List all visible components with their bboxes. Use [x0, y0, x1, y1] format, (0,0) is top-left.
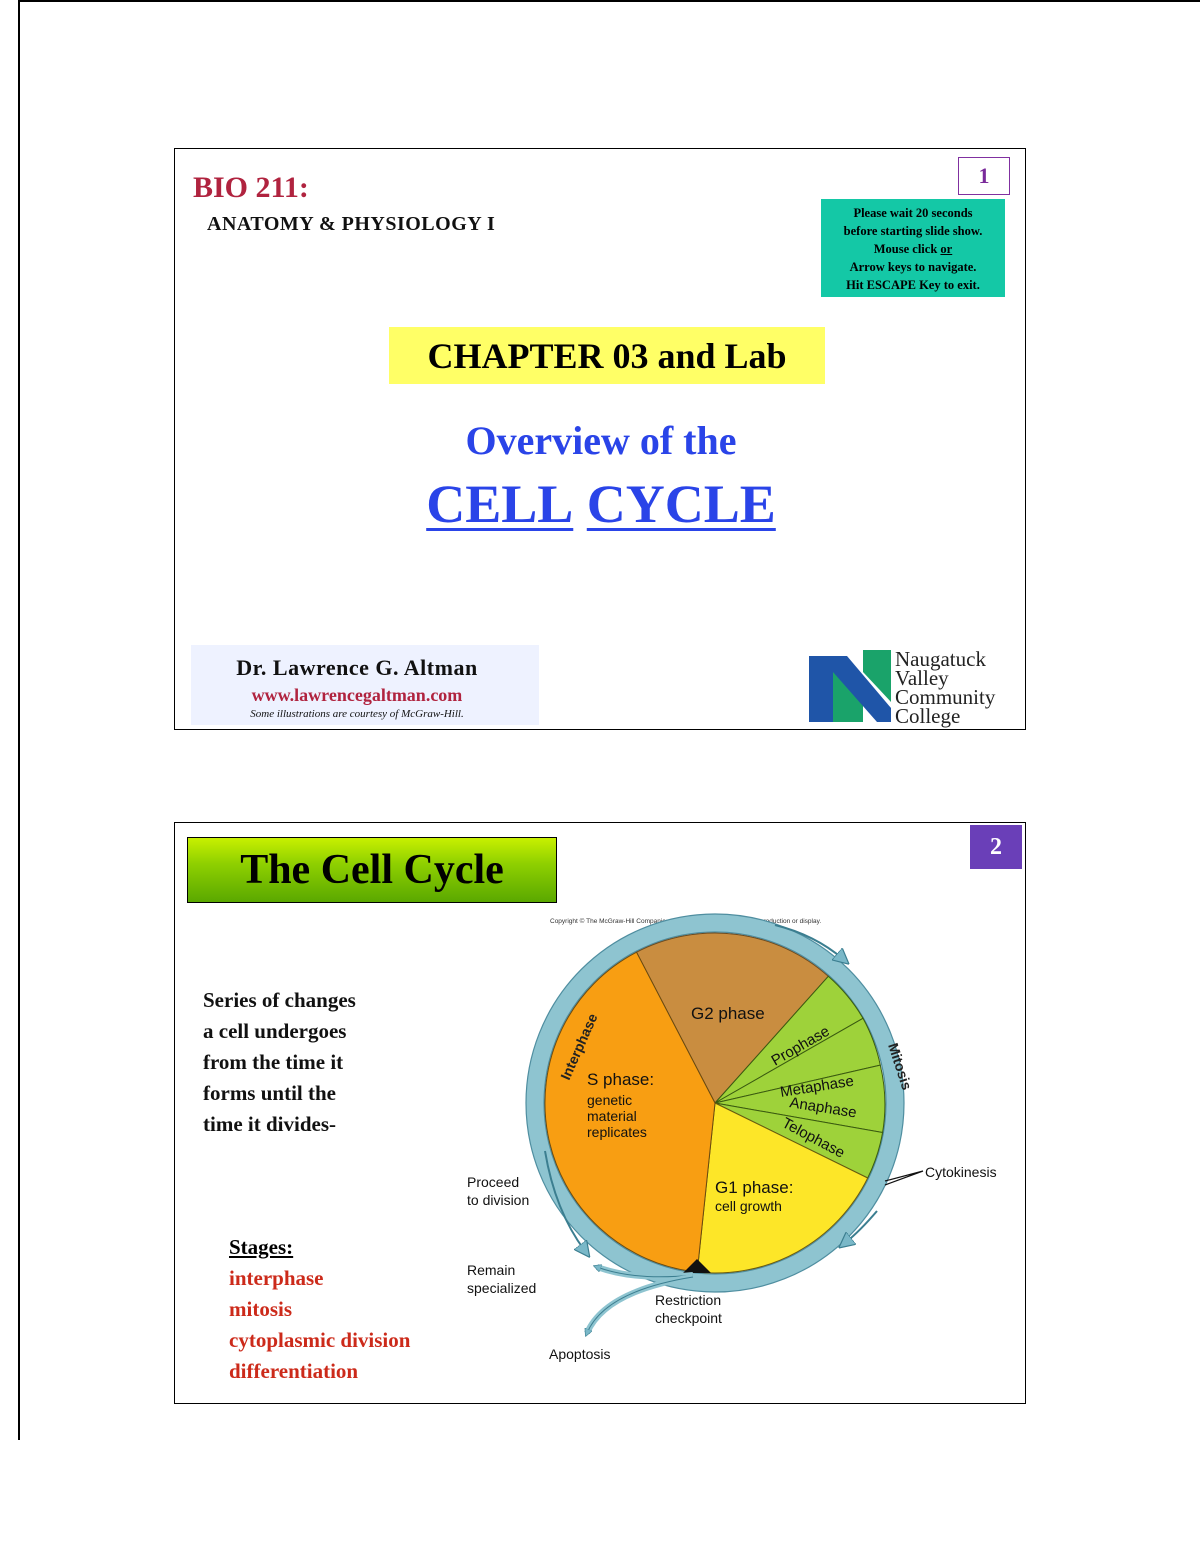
outer-ring — [526, 914, 904, 1292]
logo-line-1: Naugatuck — [895, 647, 986, 671]
g1-phase-sector — [696, 1102, 869, 1274]
remain-label-2: specialized — [467, 1280, 536, 1296]
restriction-label-1: Restriction — [655, 1292, 721, 1308]
restriction-label-2: checkpoint — [655, 1310, 722, 1326]
description-line: a cell undergoes — [203, 1019, 347, 1043]
restriction-checkpoint-marker — [683, 1259, 711, 1273]
author-website-link[interactable]: www.lawrencegaltman.com — [251, 685, 463, 705]
slide-title: The Cell Cycle — [187, 837, 557, 903]
course-code: BIO 211: — [193, 171, 309, 204]
author-name: Dr. Lawrence G. Altman — [236, 655, 478, 680]
slideshow-notice: Please wait 20 seconds before starting s… — [821, 199, 1005, 297]
stage-item: interphase — [229, 1266, 324, 1290]
logo-line-4: College — [895, 704, 960, 728]
cycle-word: CYCLE — [586, 474, 776, 534]
stages-list: interphase mitosis cytoplasmic division … — [229, 1263, 410, 1387]
g2-phase-sector — [635, 932, 830, 1104]
illustration-credit: Some illustrations are courtesy of McGra… — [250, 708, 464, 720]
notice-line-5: Hit ESCAPE Key to exit. — [846, 278, 980, 292]
logo-line-3: Community — [895, 685, 996, 709]
description-line: forms until the — [203, 1081, 336, 1105]
course-subject: ANATOMY & PHYSIOLOGY I — [207, 213, 496, 235]
proceed-label-1: Proceed — [467, 1174, 519, 1190]
logo-line-2: Valley — [895, 666, 949, 690]
stage-item: mitosis — [229, 1297, 292, 1321]
nvcc-logo-mark-icon — [809, 650, 891, 722]
g1-phase-desc: cell growth — [715, 1198, 782, 1214]
s-phase-desc-1: genetic — [587, 1092, 632, 1108]
cytokinesis-label: Cytokinesis — [925, 1164, 997, 1180]
overview-heading: Overview of the — [465, 418, 737, 463]
cell-cycle-heading: CELL CYCLE — [175, 473, 1027, 535]
slide-1: BIO 211: ANATOMY & PHYSIOLOGY I 1 Please… — [174, 148, 1026, 730]
cell-cycle-description: Series of changes a cell undergoes from … — [203, 985, 423, 1140]
notice-line-1: Please wait 20 seconds — [853, 206, 973, 220]
notice-line-3: Mouse click or — [821, 240, 1005, 258]
s-phase-title: S phase: — [587, 1070, 654, 1089]
chapter-banner: CHAPTER 03 and Lab — [389, 327, 825, 384]
slide-number-1: 1 — [958, 157, 1010, 195]
stages-heading: Stages: — [229, 1235, 294, 1259]
stage-item: cytoplasmic division — [229, 1328, 411, 1352]
g2-phase-label: G2 phase — [691, 1004, 765, 1023]
notice-line-2: before starting slide show. — [843, 224, 983, 238]
notice-line-3-prefix: Mouse click — [873, 242, 941, 256]
g1-phase-title: G1 phase: — [715, 1178, 793, 1197]
page-border-left — [18, 0, 20, 1440]
apoptosis-label: Apoptosis — [549, 1346, 610, 1362]
page-border-top — [18, 0, 1200, 2]
s-phase-desc-3: replicates — [587, 1124, 647, 1140]
nvcc-logo: Naugatuck Valley Community College — [809, 647, 996, 728]
stage-item: differentiation — [229, 1359, 359, 1383]
slide-number-2: 2 — [970, 825, 1022, 869]
proceed-label-2: to division — [467, 1192, 529, 1208]
notice-line-3-or: or — [940, 242, 953, 256]
remain-label-1: Remain — [467, 1262, 515, 1278]
slide-2: 2 The Cell Cycle Series of changes a cel… — [174, 822, 1026, 1404]
cell-word: CELL — [426, 474, 574, 534]
description-line: from the time it — [203, 1050, 344, 1074]
s-phase-sector — [544, 951, 716, 1273]
notice-line-4: Arrow keys to navigate. — [849, 260, 977, 274]
cell-cycle-diagram: Copyright © The McGraw-Hill Companies, I… — [467, 913, 997, 1362]
description-line: time it divides- — [203, 1112, 336, 1136]
description-line: Series of changes — [203, 988, 356, 1012]
author-panel — [191, 645, 539, 725]
s-phase-desc-2: material — [587, 1108, 637, 1124]
